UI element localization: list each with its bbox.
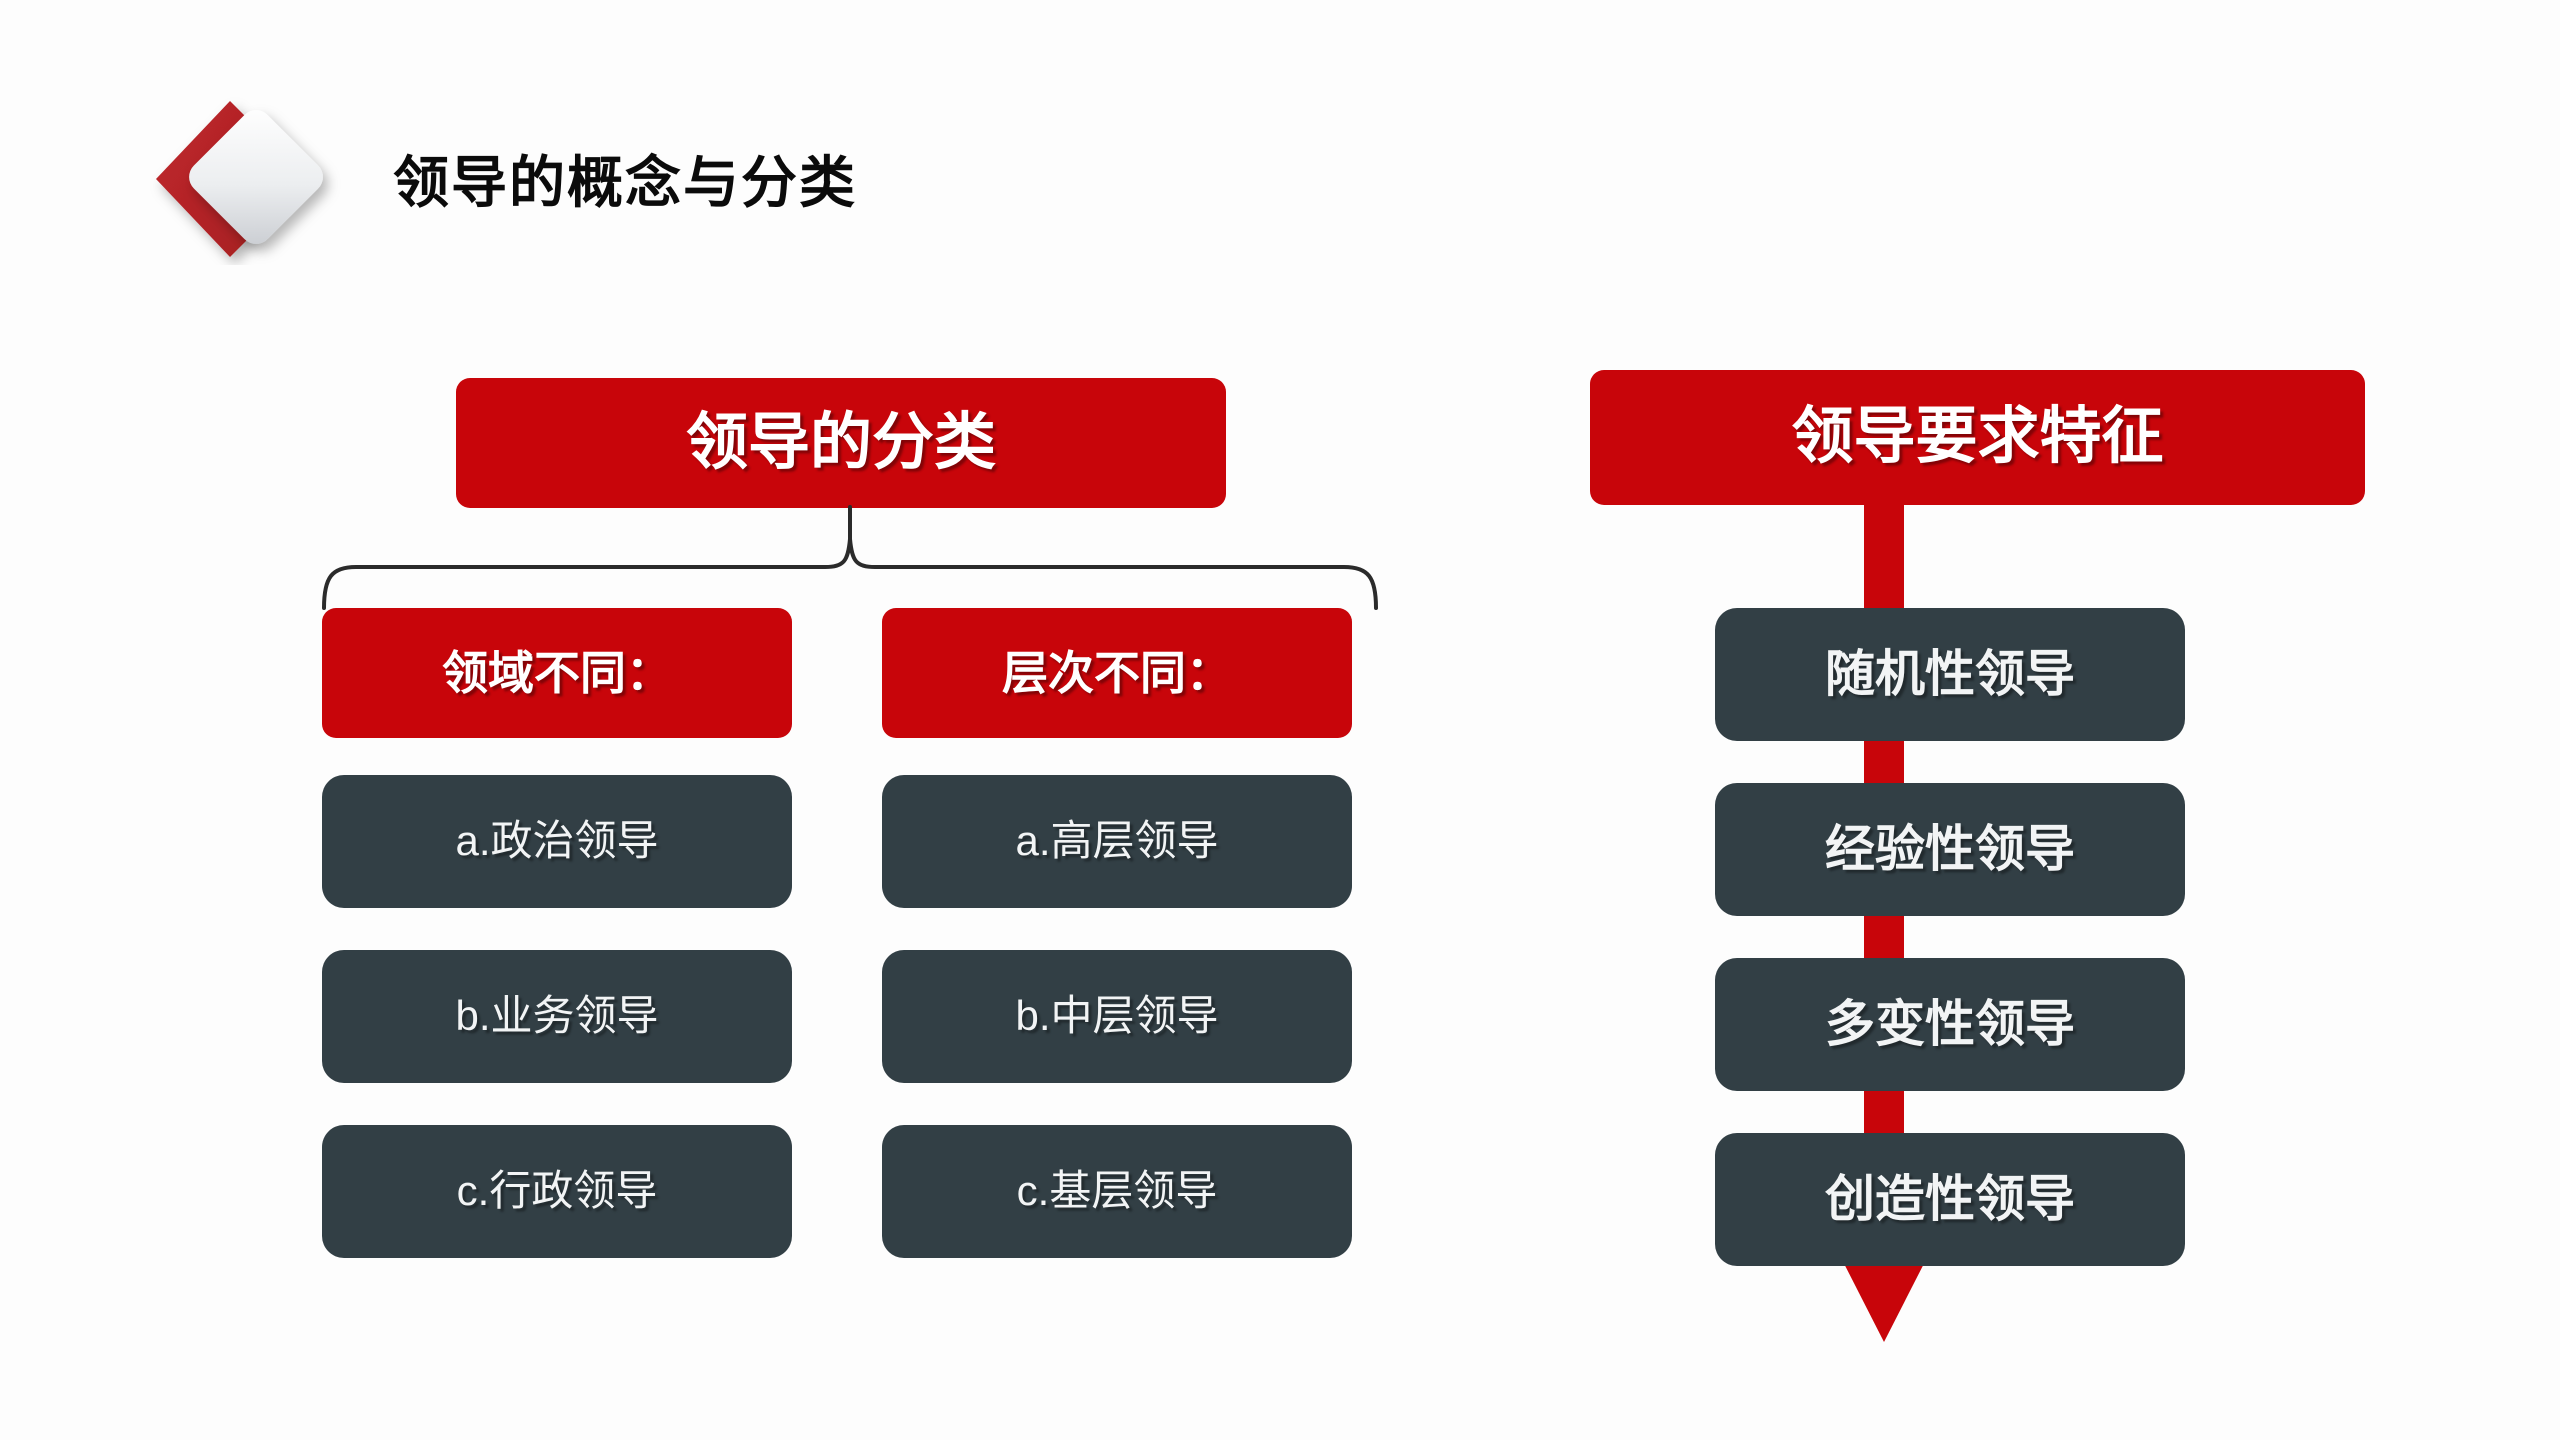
left-panel-classification: 领导的分类 领域不同： 层次不同： a.政治领导 b.业务领导 c.行政领导 a… bbox=[310, 378, 1390, 1258]
item-domain-b: b.业务领导 bbox=[322, 950, 792, 1083]
slide-header: 领导的概念与分类 bbox=[0, 0, 2560, 300]
group-header-domain: 领域不同： bbox=[322, 608, 792, 738]
item-level-c: c.基层领导 bbox=[882, 1125, 1352, 1258]
item-level-a: a.高层领导 bbox=[882, 775, 1352, 908]
left-banner: 领导的分类 bbox=[456, 378, 1226, 508]
feature-random: 随机性领导 bbox=[1715, 608, 2185, 741]
right-banner: 领导要求特征 bbox=[1590, 370, 2365, 505]
item-domain-c: c.行政领导 bbox=[322, 1125, 792, 1258]
item-domain-a: a.政治领导 bbox=[322, 775, 792, 908]
feature-variable: 多变性领导 bbox=[1715, 958, 2185, 1091]
feature-creative: 创造性领导 bbox=[1715, 1133, 2185, 1266]
feature-experience: 经验性领导 bbox=[1715, 783, 2185, 916]
chevron-diamond-logo bbox=[148, 85, 348, 265]
item-level-b: b.中层领导 bbox=[882, 950, 1352, 1083]
page-title: 领导的概念与分类 bbox=[393, 151, 857, 214]
brace-connector bbox=[310, 505, 1390, 610]
right-panel-requirements: 领导要求特征 随机性领导 经验性领导 多变性领导 创造性领导 bbox=[1460, 0, 2560, 1440]
group-header-level: 层次不同： bbox=[882, 608, 1352, 738]
